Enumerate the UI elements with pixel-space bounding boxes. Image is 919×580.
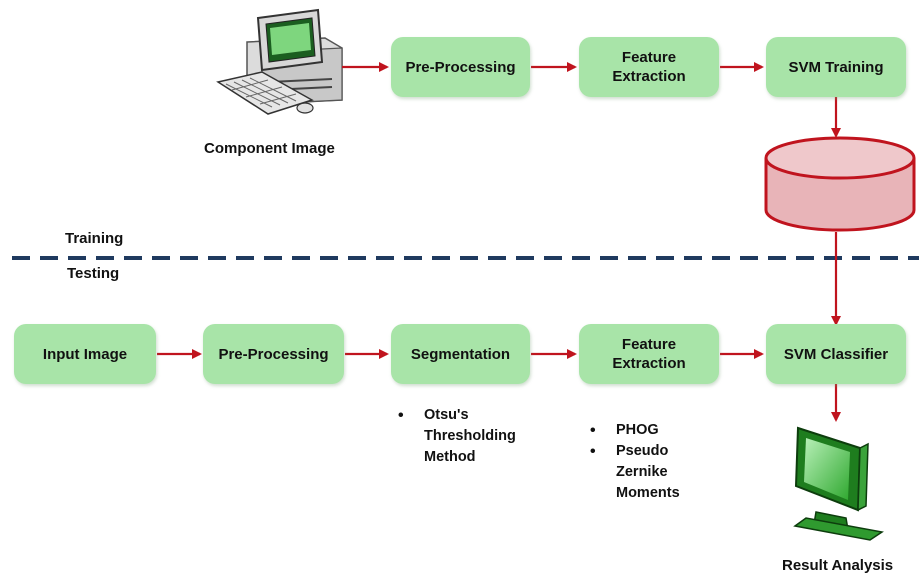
testing-step-segmentation: Segmentation: [391, 324, 530, 384]
component-image-label: Component Image: [204, 140, 335, 157]
testing-step-preprocessing: Pre-Processing: [203, 324, 344, 384]
testing-step-label: Feature Extraction: [612, 336, 686, 372]
result-analysis-label: Result Analysis: [782, 557, 894, 574]
segmentation-methods-list: Otsu's Thresholding Method: [392, 405, 524, 468]
training-label: Training: [65, 230, 124, 247]
testing-step-input-image: Input Image: [14, 324, 156, 384]
testing-step-svm-classifier: SVM Classifier: [766, 324, 906, 384]
segmentation-method-item: Otsu's Thresholding Method: [392, 405, 524, 468]
training-arrows: [342, 62, 841, 326]
testing-label: Testing: [67, 265, 120, 282]
feature-method-item: PHOG: [584, 420, 726, 441]
training-step-label: SVM Training: [788, 58, 884, 76]
training-step-svm-training: SVM Training: [766, 37, 906, 97]
testing-step-label: SVM Classifier: [783, 345, 889, 363]
testing-arrows: [157, 349, 841, 422]
desktop-computer-icon: [216, 8, 343, 115]
training-step-feature-extraction: Feature Extraction: [579, 37, 719, 97]
testing-step-label: Segmentation: [410, 345, 511, 363]
training-step-preprocessing: Pre-Processing: [391, 37, 530, 97]
database-cylinder-icon: [764, 136, 916, 232]
testing-step-label: Pre-Processing: [218, 345, 329, 363]
testing-step-feature-extraction: Feature Extraction: [579, 324, 719, 384]
monitor-icon: [793, 426, 884, 541]
testing-step-label: Input Image: [42, 345, 128, 363]
training-step-label: Feature Extraction: [612, 49, 686, 85]
feature-method-item: Pseudo Zernike Moments: [584, 441, 696, 504]
feature-methods-list: PHOG Pseudo Zernike Moments: [584, 420, 726, 504]
training-step-label: Pre-Processing: [405, 58, 516, 76]
